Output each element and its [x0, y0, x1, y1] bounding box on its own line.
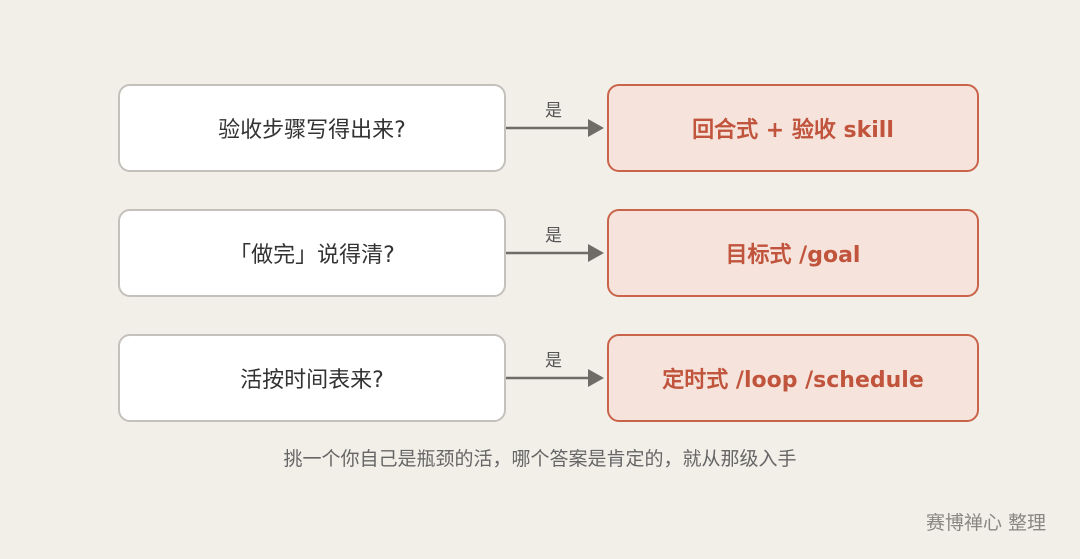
question-text: 验收步骤写得出来? — [218, 118, 406, 143]
caption: 挑一个你自己是瓶颈的活，哪个答案是肯定的，就从那级入手 — [283, 448, 797, 470]
arrow-right-icon — [506, 244, 604, 262]
decision-row: 「做完」说得清? 是 目标式 /goal — [0, 209, 1080, 299]
question-text: 活按时间表来? — [240, 368, 384, 393]
question-box: 验收步骤写得出来? — [118, 84, 506, 172]
yes-label: 是 — [545, 101, 562, 121]
yes-label: 是 — [545, 351, 562, 371]
answer-text: 定时式 /loop /schedule — [662, 368, 924, 393]
arrow-right-icon — [506, 119, 604, 137]
credit: 赛博禅心 整理 — [925, 512, 1046, 534]
decision-row: 验收步骤写得出来? 是 回合式 + 验收 skill — [0, 84, 1080, 174]
yes-label: 是 — [545, 226, 562, 246]
answer-text: 回合式 + 验收 skill — [692, 118, 894, 143]
question-text: 「做完」说得清? — [229, 243, 395, 268]
question-box: 「做完」说得清? — [118, 209, 506, 297]
answer-box: 回合式 + 验收 skill — [607, 84, 979, 172]
answer-box: 定时式 /loop /schedule — [607, 334, 979, 422]
arrow-right-icon — [506, 369, 604, 387]
answer-text: 目标式 /goal — [725, 243, 861, 268]
decision-row: 活按时间表来? 是 定时式 /loop /schedule — [0, 334, 1080, 424]
answer-box: 目标式 /goal — [607, 209, 979, 297]
question-box: 活按时间表来? — [118, 334, 506, 422]
